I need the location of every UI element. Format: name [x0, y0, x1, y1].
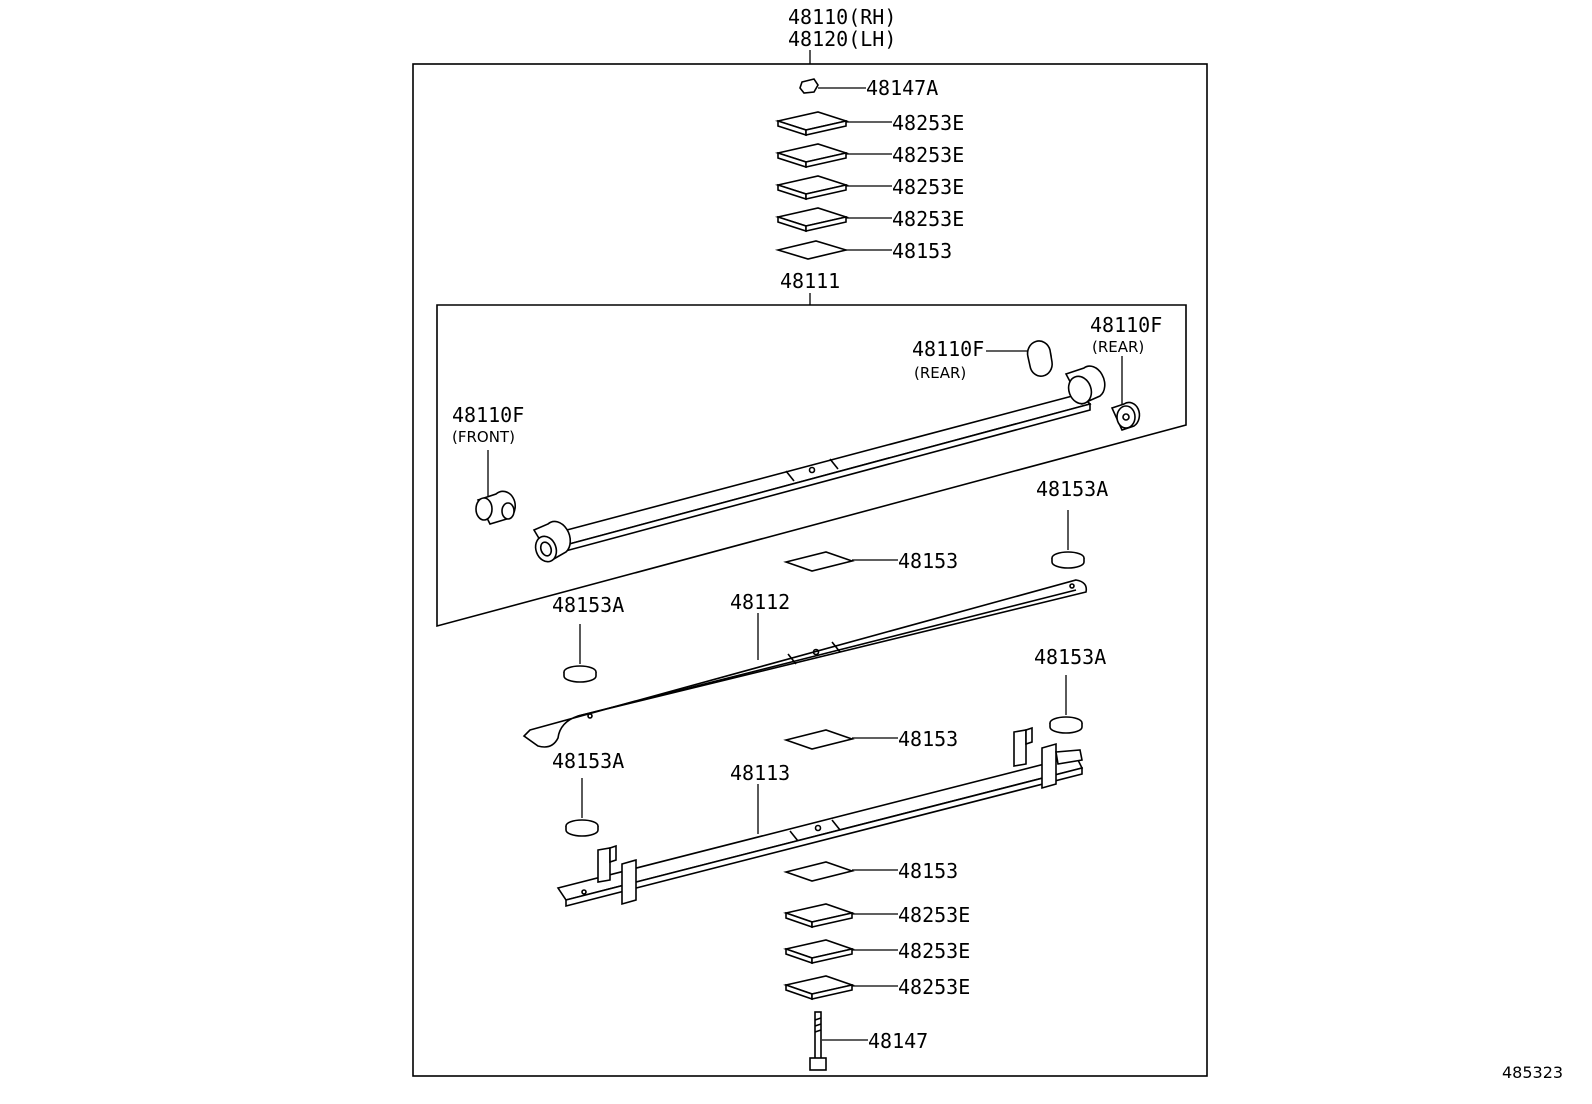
assembly-label-lh: 48120(LH)	[788, 27, 896, 51]
label-leaf3: 48113	[730, 761, 790, 785]
label-top-spacer-3: 48253E	[892, 175, 964, 199]
pad-right-1	[1051, 510, 1085, 569]
pad-left-2	[565, 778, 599, 837]
label-bottom-spacer-1: 48253E	[898, 903, 970, 927]
label-insert-4: 48153	[898, 859, 958, 883]
assembly-frame	[412, 63, 1208, 1077]
label-bush-front: 48110F	[452, 403, 524, 427]
pad-left-1	[563, 624, 597, 683]
label-top-spacer-2: 48253E	[892, 143, 964, 167]
label-pad-left-1: 48153A	[552, 593, 624, 617]
label-insert-3: 48153	[898, 727, 958, 751]
top-spacer-stack	[774, 111, 892, 260]
third-leaf-spring	[556, 726, 1084, 908]
label-pad-right-2: 48153A	[1034, 645, 1106, 669]
main-leaf-spring	[532, 365, 1106, 563]
label-bush-rear-upper: 48110F	[912, 337, 984, 361]
pad-right-2	[1049, 675, 1083, 734]
label-pad-right-1: 48153A	[1036, 477, 1108, 501]
label-top-spacer-1: 48253E	[892, 111, 964, 135]
label-top-insert: 48153	[892, 239, 952, 263]
label-bush-rear-end: 48110F	[1090, 313, 1162, 337]
label-pad-left-2: 48153A	[552, 749, 624, 773]
second-leaf-spring	[522, 579, 1088, 748]
bushing-rear-upper	[986, 340, 1053, 377]
insert-3	[783, 729, 855, 750]
diagram-reference-number: 485323	[1502, 1063, 1563, 1082]
label-leaf2: 48112	[730, 590, 790, 614]
label-insert-2: 48153	[898, 549, 958, 573]
center-bolt	[809, 1011, 868, 1071]
bottom-spacer-stack	[783, 903, 898, 1001]
label-bottom-spacer-2: 48253E	[898, 939, 970, 963]
label-leaf1: 48111	[780, 269, 840, 293]
label-bolt: 48147	[868, 1029, 928, 1053]
insert-2	[783, 551, 855, 572]
note-bush-front: (FRONT)	[452, 428, 515, 446]
label-bottom-spacer-3: 48253E	[898, 975, 970, 999]
note-bush-rear-end: (REAR)	[1092, 338, 1144, 356]
label-nut: 48147A	[866, 76, 938, 100]
label-top-spacer-4: 48253E	[892, 207, 964, 231]
bushing-front	[475, 450, 516, 525]
insert-4	[783, 861, 855, 882]
bushing-rear-end	[1110, 356, 1141, 431]
note-bush-rear-upper: (REAR)	[914, 364, 966, 382]
nut-part	[799, 78, 866, 94]
assembly-label-rh: 48110(RH)	[788, 5, 896, 29]
leaf1-subassembly-frame	[436, 304, 1187, 628]
